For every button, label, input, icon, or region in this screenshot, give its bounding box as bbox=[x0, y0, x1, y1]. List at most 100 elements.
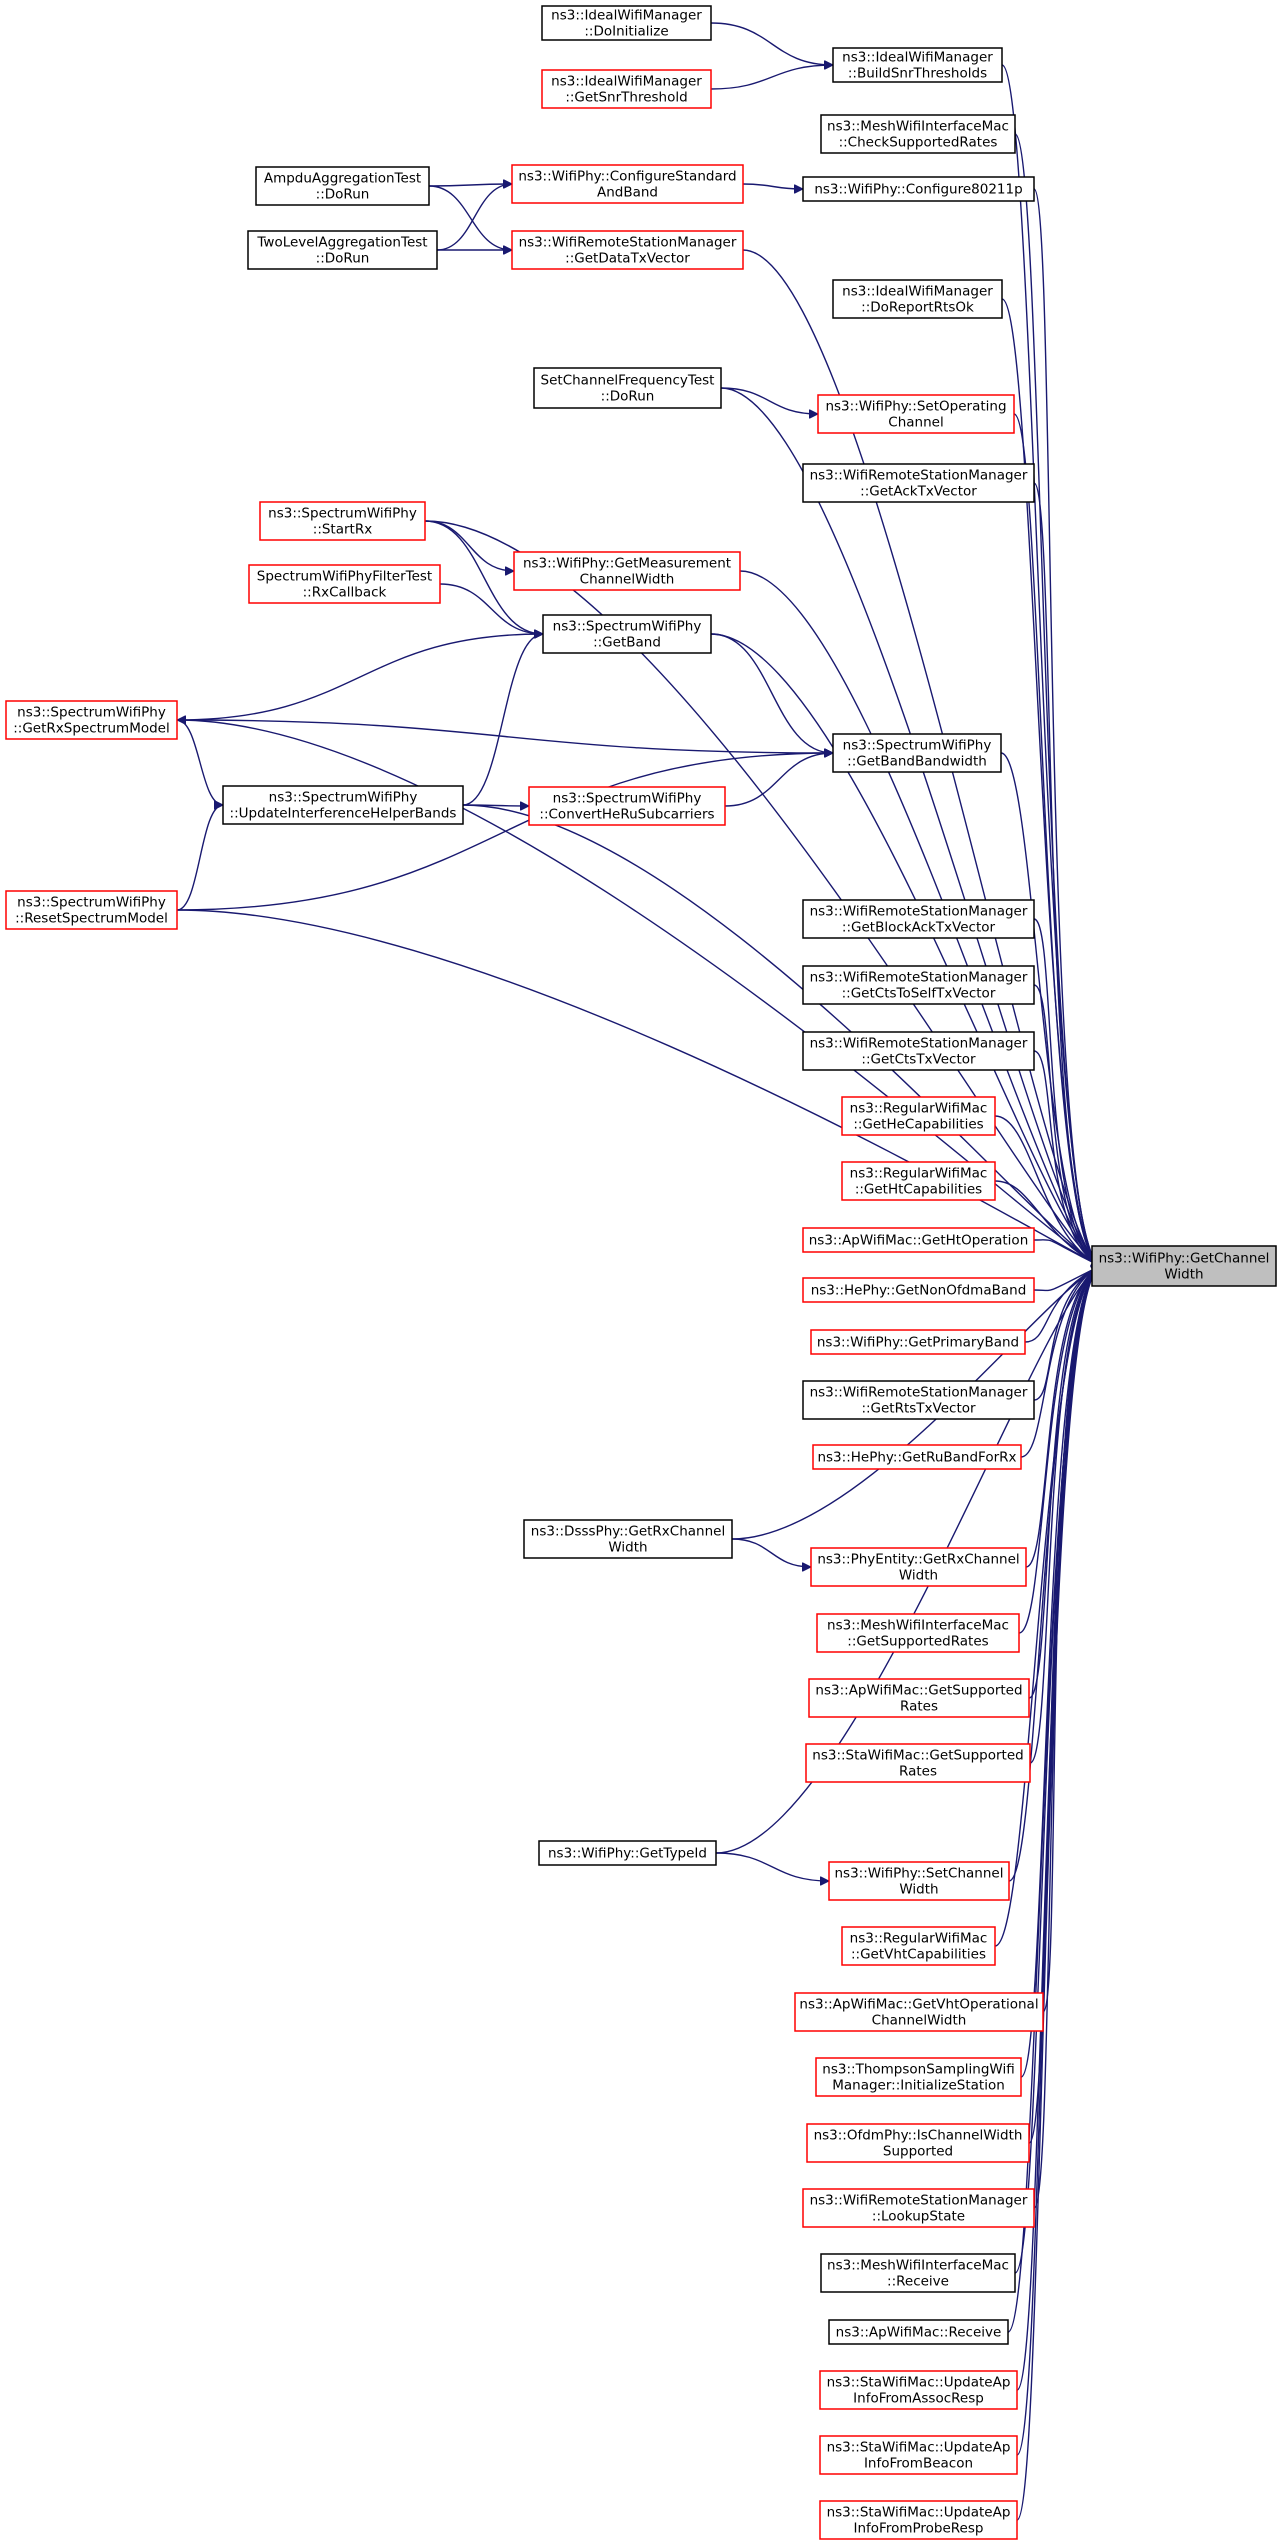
node-label-line: ::GetVhtCapabilities bbox=[851, 1947, 986, 1963]
node-ns3-meshwifiinterfacemac-receive[interactable]: ns3::MeshWifiInterfaceMac::Receive bbox=[820, 2253, 1016, 2293]
node-ns3-wifiremotestationmanager-getctstxvector[interactable]: ns3::WifiRemoteStationManager::GetCtsTxV… bbox=[802, 1031, 1035, 1071]
node-label-line: InfoFromAssocResp bbox=[853, 2391, 984, 2407]
node-ns3-stawifimac-updateapinfofromassocresp[interactable]: ns3::StaWifiMac::UpdateApInfoFromAssocRe… bbox=[819, 2370, 1018, 2410]
edge-resetspec-to-updinterf bbox=[176, 805, 224, 911]
node-label-line: ns3::ApWifiMac::Receive bbox=[836, 2325, 1002, 2341]
node-twolevelaggregationtest-dorun[interactable]: TwoLevelAggregationTest::DoRun bbox=[247, 230, 438, 270]
node-ampduaggregationtest-dorun[interactable]: AmpduAggregationTest::DoRun bbox=[255, 166, 430, 206]
node-label-line: ::ConvertHeRuSubcarriers bbox=[539, 807, 714, 823]
node-ns3-idealwifimanager-doinitialize[interactable]: ns3::IdealWifiManager::DoInitialize bbox=[541, 5, 712, 41]
node-label-line: Supported bbox=[883, 2144, 953, 2160]
node-ns3-apwifimac-receive[interactable]: ns3::ApWifiMac::Receive bbox=[828, 2319, 1009, 2345]
node-label-line: ns3::ThompsonSamplingWifi bbox=[822, 2062, 1014, 2078]
node-ns3-apwifimac-getvhtoperationalchannelwidth[interactable]: ns3::ApWifiMac::GetVhtOperationalChannel… bbox=[794, 1992, 1044, 2032]
node-ns3-spectrumwifiphy-getbandbandwidth[interactable]: ns3::SpectrumWifiPhy::GetBandBandwidth bbox=[832, 733, 1002, 773]
node-label-line: ns3::RegularWifiMac bbox=[850, 1101, 988, 1117]
node-label-line: ChannelWidth bbox=[872, 2013, 967, 2029]
node-label-line: ns3::WifiPhy::GetMeasurement bbox=[523, 556, 731, 572]
node-label-line: ns3::WifiRemoteStationManager bbox=[810, 1036, 1028, 1052]
edge-ampdu-to-datatx bbox=[428, 185, 512, 250]
node-ns3-stawifimac-getsupportedrates[interactable]: ns3::StaWifiMac::GetSupportedRates bbox=[805, 1743, 1031, 1783]
edge-updinterf-to-getchannelwidth bbox=[462, 804, 1100, 1267]
node-spectrumwifiphyfiltertest-rxcallback[interactable]: SpectrumWifiPhyFilterTest::RxCallback bbox=[248, 564, 441, 604]
node-ns3-regularwifimac-gethtcapabilities[interactable]: ns3::RegularWifiMac::GetHtCapabilities bbox=[841, 1161, 996, 1201]
node-ns3-apwifimac-getsupportedrates[interactable]: ns3::ApWifiMac::GetSupportedRates bbox=[808, 1678, 1030, 1718]
node-label-line: ::ResetSpectrumModel bbox=[15, 911, 168, 927]
node-ns3-wifiphy-gettypeid[interactable]: ns3::WifiPhy::GetTypeId bbox=[538, 1840, 717, 1866]
node-label-line: ns3::SpectrumWifiPhy bbox=[553, 619, 702, 635]
node-ns3-hephy-getrubandforrx[interactable]: ns3::HePhy::GetRuBandForRx bbox=[812, 1444, 1022, 1470]
node-ns3-thompsonsamplingwifimanager-initializestation[interactable]: ns3::ThompsonSamplingWifiManager::Initia… bbox=[815, 2057, 1022, 2097]
node-ns3-stawifimac-updateapinfofromproberesp[interactable]: ns3::StaWifiMac::UpdateApInfoFromProbeRe… bbox=[819, 2500, 1018, 2540]
node-label-line: ::GetCtsToSelfTxVector bbox=[842, 986, 996, 1002]
node-ns3-regularwifimac-getvhtcapabilities[interactable]: ns3::RegularWifiMac::GetVhtCapabilities bbox=[841, 1926, 996, 1966]
node-label-line: ::RxCallback bbox=[303, 585, 387, 601]
node-label-line: ::GetRtsTxVector bbox=[861, 1401, 976, 1417]
node-ns3-idealwifimanager-getsnrthreshold[interactable]: ns3::IdealWifiManager::GetSnrThreshold bbox=[541, 69, 712, 109]
node-box bbox=[802, 176, 1035, 202]
node-ns3-spectrumwifiphy-resetspectrummodel[interactable]: ns3::SpectrumWifiPhy::ResetSpectrumModel bbox=[5, 890, 178, 930]
node-label-line: ns3::IdealWifiManager bbox=[551, 8, 702, 24]
node-ns3-spectrumwifiphy-getband[interactable]: ns3::SpectrumWifiPhy::GetBand bbox=[542, 614, 712, 654]
node-ns3-wifiphy-getprimaryband[interactable]: ns3::WifiPhy::GetPrimaryBand bbox=[810, 1329, 1026, 1355]
node-ns3-wifiphy-configure80211p[interactable]: ns3::WifiPhy::Configure80211p bbox=[802, 176, 1035, 202]
edge-configstd-to-conf80211p bbox=[742, 183, 803, 189]
edge-upprobe-to-getchannelwidth bbox=[1016, 1265, 1100, 2521]
node-label-line: ns3::OfdmPhy::IsChannelWidth bbox=[814, 2128, 1023, 2144]
node-label-line: AndBand bbox=[597, 185, 658, 201]
node-ns3-wifiremotestationmanager-getctstoselftxvector[interactable]: ns3::WifiRemoteStationManager::GetCtsToS… bbox=[802, 965, 1035, 1005]
node-box bbox=[541, 5, 712, 41]
edge-getsnrthr-to-buildsnr bbox=[710, 65, 833, 90]
node-label-line: ns3::SpectrumWifiPhy bbox=[268, 506, 417, 522]
edge-aprecv-to-getchannelwidth bbox=[1007, 1265, 1100, 2333]
node-box bbox=[511, 164, 744, 204]
edge-rxcallback-to-getband bbox=[439, 583, 543, 634]
node-label-line: ::BuildSnrThresholds bbox=[848, 66, 987, 82]
node-box bbox=[832, 47, 1003, 83]
node-box bbox=[247, 230, 438, 270]
node-box bbox=[817, 394, 1015, 434]
node-ns3-wifiremotestationmanager-lookupstate[interactable]: ns3::WifiRemoteStationManager::LookupSta… bbox=[802, 2188, 1035, 2228]
node-ns3-spectrumwifiphy-getrxspectrummodel[interactable]: ns3::SpectrumWifiPhy::GetRxSpectrumModel bbox=[5, 700, 178, 740]
node-label-line: ns3::WifiPhy::ConfigureStandard bbox=[518, 169, 736, 185]
node-label-line: ns3::StaWifiMac::UpdateAp bbox=[827, 2375, 1011, 2391]
node-label-line: ::DoRun bbox=[316, 187, 370, 203]
node-label-line: ns3::WifiRemoteStationManager bbox=[810, 468, 1028, 484]
node-ns3-apwifimac-gethtoperation[interactable]: ns3::ApWifiMac::GetHtOperation bbox=[802, 1227, 1035, 1253]
node-ns3-wifiremotestationmanager-getdatatxvector[interactable]: ns3::WifiRemoteStationManager::GetDataTx… bbox=[511, 230, 744, 270]
node-label-line: Manager::InitializeStation bbox=[832, 2078, 1005, 2094]
node-ns3-wifiremotestationmanager-getrtstxvector[interactable]: ns3::WifiRemoteStationManager::GetRtsTxV… bbox=[802, 1380, 1035, 1420]
node-label-line: Width bbox=[899, 1568, 938, 1584]
node-box bbox=[806, 2123, 1030, 2163]
node-box bbox=[513, 551, 741, 591]
node-setchannelfrequencytest-dorun[interactable]: SetChannelFrequencyTest::DoRun bbox=[533, 367, 722, 409]
node-ns3-meshwifiinterfacemac-getsupportedrates[interactable]: ns3::MeshWifiInterfaceMac::GetSupportedR… bbox=[816, 1613, 1020, 1653]
node-ns3-spectrumwifiphy-startrx[interactable]: ns3::SpectrumWifiPhy::StartRx bbox=[259, 501, 426, 541]
node-ns3-wifiremotestationmanager-getblockacktxvector[interactable]: ns3::WifiRemoteStationManager::GetBlockA… bbox=[802, 899, 1035, 939]
edge-updinterf-to-getband bbox=[462, 634, 544, 806]
nodes-layer: ns3::IdealWifiManager::DoInitializens3::… bbox=[5, 5, 1277, 2540]
node-label-line: Rates bbox=[899, 1764, 937, 1780]
node-ns3-hephy-getnonofdmaband[interactable]: ns3::HePhy::GetNonOfdmaBand bbox=[802, 1277, 1035, 1303]
node-label-line: Width bbox=[1164, 1267, 1203, 1283]
node-label-line: ::GetDataTxVector bbox=[565, 251, 690, 267]
node-ns3-spectrumwifiphy-convertherusubcarriers[interactable]: ns3::SpectrumWifiPhy::ConvertHeRuSubcarr… bbox=[528, 786, 726, 826]
node-ns3-idealwifimanager-doreportrtsok[interactable]: ns3::IdealWifiManager::DoReportRtsOk bbox=[832, 279, 1003, 319]
node-ns3-idealwifimanager-buildsnrthresholds[interactable]: ns3::IdealWifiManager::BuildSnrThreshold… bbox=[832, 47, 1003, 83]
node-ns3-meshwifiinterfacemac-checksupportedrates[interactable]: ns3::MeshWifiInterfaceMac::CheckSupporte… bbox=[820, 114, 1016, 154]
node-ns3-wifiremotestationmanager-getacktxvector[interactable]: ns3::WifiRemoteStationManager::GetAckTxV… bbox=[802, 463, 1035, 503]
node-ns3-regularwifimac-gethecapabilities[interactable]: ns3::RegularWifiMac::GetHeCapabilities bbox=[841, 1096, 996, 1136]
node-box bbox=[542, 614, 712, 654]
edge-resetspec-to-getchannelwidth bbox=[176, 909, 1100, 1267]
node-ns3-spectrumwifiphy-updateinterferencehelperbands[interactable]: ns3::SpectrumWifiPhy::UpdateInterference… bbox=[222, 785, 464, 825]
